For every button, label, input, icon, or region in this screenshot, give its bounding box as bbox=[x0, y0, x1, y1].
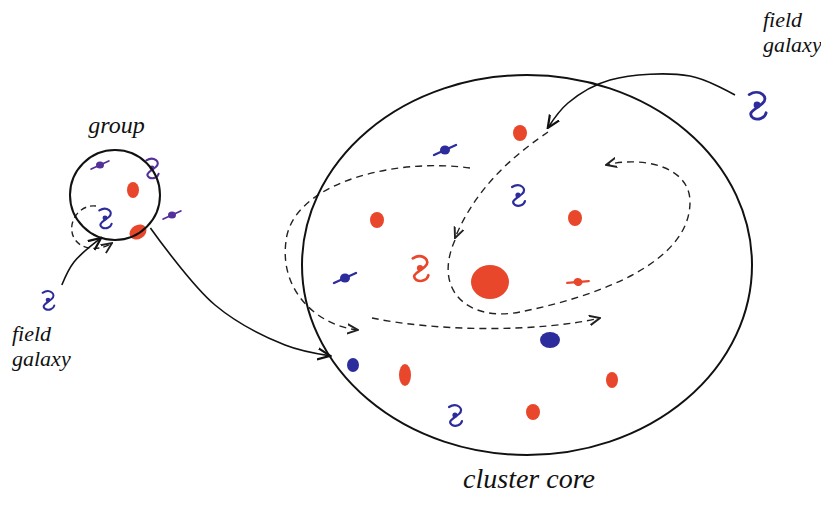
field-galaxy-node: field galaxy bbox=[735, 5, 821, 123]
elliptical-galaxy bbox=[606, 372, 618, 388]
orbit-path bbox=[448, 162, 690, 314]
infall-arrow bbox=[62, 238, 101, 285]
spiral-galaxy bbox=[749, 92, 766, 119]
node-outline bbox=[300, 73, 755, 498]
orbit-path bbox=[285, 166, 470, 330]
elliptical-galaxy bbox=[526, 404, 540, 420]
elliptical-galaxy bbox=[127, 221, 150, 242]
elliptical-galaxy bbox=[540, 332, 560, 348]
node-label: field galaxy bbox=[763, 7, 821, 58]
node-label: group bbox=[60, 112, 173, 140]
spiral-galaxy bbox=[413, 256, 429, 281]
field-galaxy-node: field galaxy bbox=[8, 285, 86, 385]
spiral-galaxy bbox=[512, 185, 525, 206]
orbit-path bbox=[72, 206, 112, 249]
elliptical-galaxy bbox=[370, 212, 384, 228]
cluster-core-node: cluster core bbox=[300, 73, 758, 499]
elliptical-galaxy bbox=[127, 182, 139, 198]
orbit-path bbox=[372, 318, 600, 329]
node-outline-shape bbox=[70, 150, 160, 240]
spiral-galaxy bbox=[99, 209, 111, 228]
node-outline-shape bbox=[302, 75, 752, 455]
elliptical-galaxy bbox=[513, 125, 527, 141]
central-galaxy bbox=[471, 265, 509, 299]
node-label: field galaxy bbox=[12, 321, 71, 372]
spiral-galaxy bbox=[449, 405, 462, 426]
edge-on-galaxy bbox=[334, 273, 356, 283]
orbit-path bbox=[455, 132, 548, 238]
spiral-galaxy bbox=[43, 291, 55, 309]
elliptical-galaxy bbox=[568, 210, 582, 226]
edge-on-galaxy bbox=[567, 274, 589, 289]
elliptical-galaxy bbox=[347, 358, 359, 372]
group-node: group bbox=[60, 112, 173, 245]
edge-on-galaxy bbox=[91, 161, 109, 169]
elliptical-galaxy bbox=[399, 364, 411, 386]
edge-on-galaxy bbox=[434, 145, 456, 155]
node-label: cluster core bbox=[300, 463, 758, 495]
edge-on-galaxy bbox=[163, 211, 181, 219]
